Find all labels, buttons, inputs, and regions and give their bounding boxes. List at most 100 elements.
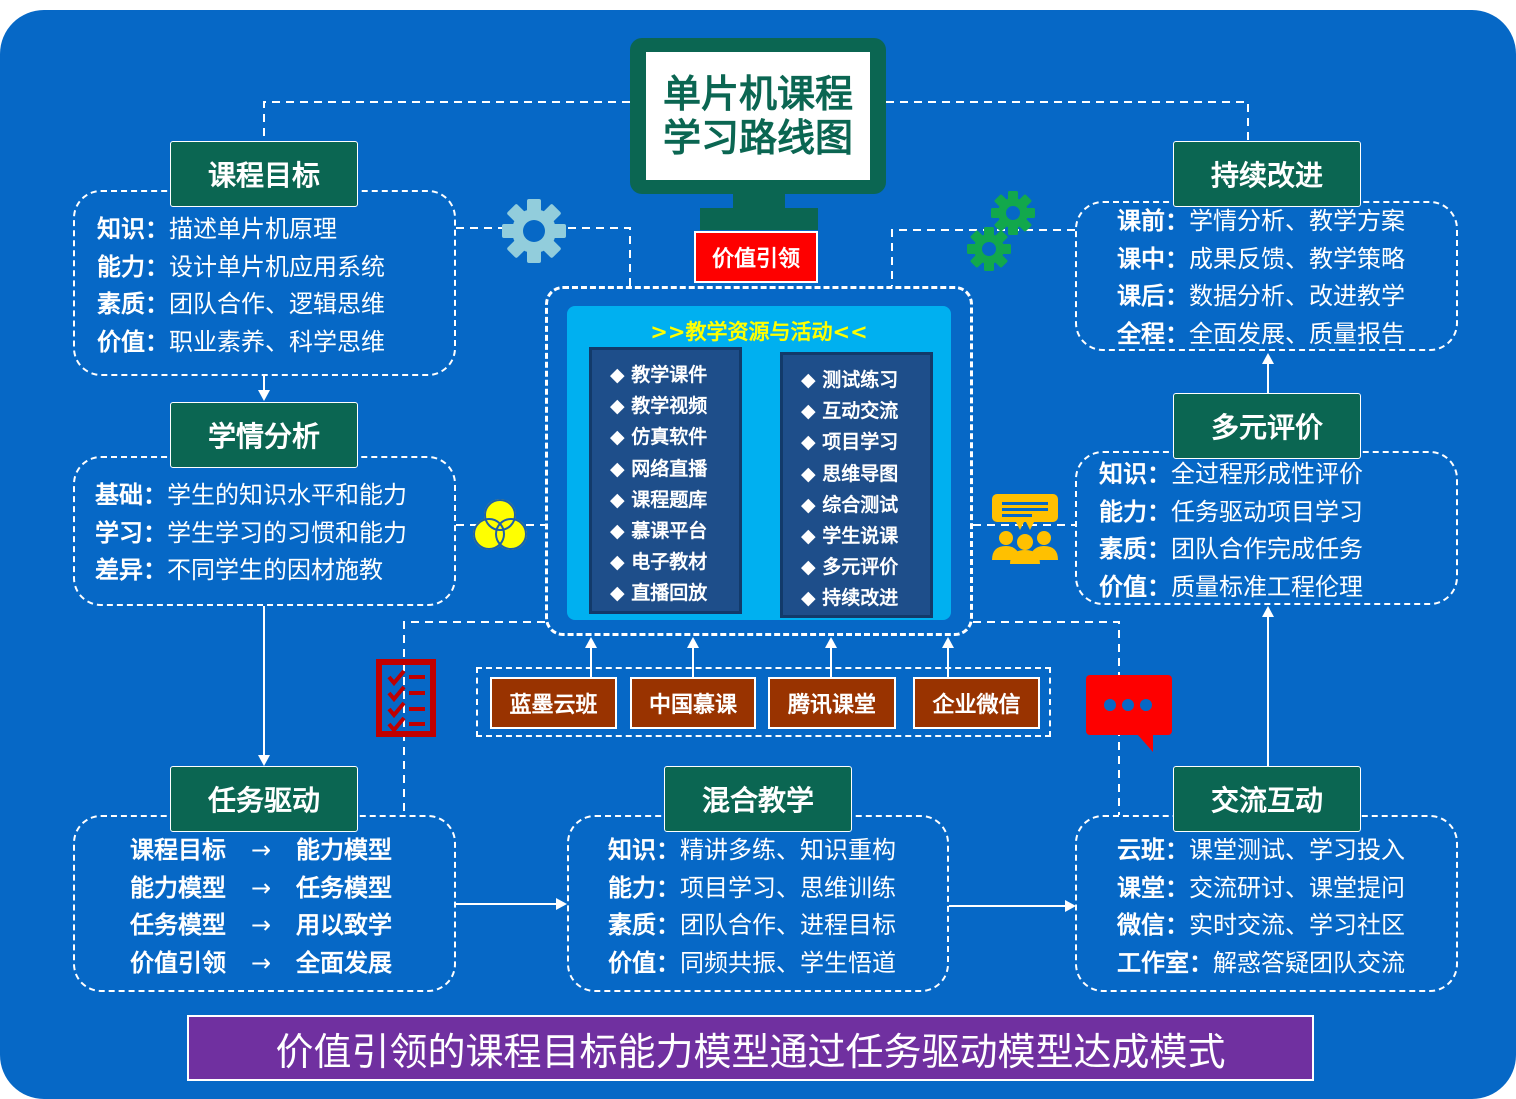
row-key: 课前：	[1117, 207, 1189, 235]
row-value: 设计单片机应用系统	[169, 252, 385, 281]
resource-item: ◆ 教学视频	[610, 391, 739, 422]
title-line-1: 单片机课程	[662, 72, 853, 116]
row-value: 课堂测试、学习投入	[1189, 836, 1405, 864]
row-key: 知识：	[608, 836, 680, 864]
right-arrow-icon: →	[250, 873, 272, 902]
course-goal-header: 课程目标	[170, 141, 358, 207]
row-key: 素质：	[1099, 535, 1171, 563]
row-value: 同频共振、学生悟道	[680, 948, 896, 977]
resource-item: ◆ 互动交流	[801, 396, 930, 427]
row-key: 能力：	[97, 252, 169, 281]
resource-item: ◆ 教学课件	[610, 360, 739, 391]
right-arrow-icon: →	[250, 911, 272, 939]
resource-item: ◆ 直播回放	[610, 578, 739, 609]
row-from: 任务模型	[130, 911, 226, 939]
task-driven-content: 课程目标→能力模型 能力模型→任务模型 任务模型→用以致学 价值引领→全面发展	[130, 832, 392, 982]
gear-icon-top	[990, 190, 1036, 236]
gear-icon-bottom	[966, 226, 1012, 272]
row-value: 实时交流、学习社区	[1189, 911, 1405, 939]
row-key: 价值：	[1099, 572, 1171, 601]
platform-tencent-classroom: 腾讯课堂	[768, 677, 896, 729]
resource-item: ◆ 测试练习	[801, 365, 930, 396]
resource-item: ◆ 课程题库	[610, 485, 739, 516]
diamond-bullet-icon: ◆	[610, 488, 625, 511]
resource-item: ◆ 学生说课	[801, 521, 930, 552]
resource-item: ◆ 网络直播	[610, 454, 739, 485]
diamond-bullet-icon: ◆	[801, 525, 816, 548]
row-key: 课堂：	[1117, 873, 1189, 902]
evaluation-header: 多元评价	[1173, 393, 1361, 459]
learner-analysis-content: 基础：学生的知识水平和能力 学习：学生学习的习惯和能力 差异：不同学生的因材施教	[95, 477, 407, 590]
row-key: 价值：	[608, 948, 680, 977]
course-goal-row: 素质：团队合作、逻辑思维	[97, 286, 385, 324]
diamond-bullet-icon: ◆	[801, 587, 816, 610]
row-value: 不同学生的因材施教	[167, 556, 383, 584]
diamond-bullet-icon: ◆	[610, 364, 625, 386]
resource-label: 教学课件	[631, 364, 708, 386]
group-discussion-icon	[992, 494, 1058, 564]
resource-label: 课程题库	[631, 488, 708, 511]
resource-label: 网络直播	[631, 457, 708, 480]
task-driven-row: 课程目标→能力模型	[130, 832, 392, 870]
right-arrow-icon: →	[250, 836, 272, 864]
row-to: 全面发展	[296, 948, 392, 977]
resource-label: 互动交流	[822, 400, 899, 423]
diamond-bullet-icon: ◆	[610, 426, 625, 449]
platform-wecom: 企业微信	[913, 677, 1040, 729]
row-value: 团队合作、逻辑思维	[169, 290, 385, 318]
value-tag: 价值引领	[694, 231, 818, 283]
diamond-bullet-icon: ◆	[801, 462, 816, 485]
row-to: 任务模型	[296, 873, 392, 902]
row-value: 成果反馈、教学策略	[1189, 244, 1405, 273]
resource-item: ◆ 持续改进	[801, 583, 930, 614]
right-arrow-icon: →	[250, 948, 272, 977]
row-value: 交流研讨、课堂提问	[1189, 873, 1405, 902]
row-value: 团队合作完成任务	[1171, 535, 1363, 563]
learner-analysis-row: 基础：学生的知识水平和能力	[95, 477, 407, 515]
platform-china-mooc: 中国慕课	[630, 677, 756, 729]
row-value: 职业素养、科学思维	[169, 327, 385, 356]
course-goal-row: 价值：职业素养、科学思维	[97, 324, 385, 362]
row-value: 学生学习的习惯和能力	[167, 518, 407, 547]
resources-left-column: ◆ 教学课件 ◆ 教学视频 ◆ 仿真软件 ◆ 网络直播 ◆ 课程题库 ◆ 慕课平…	[589, 347, 742, 614]
interaction-content: 云班：课堂测试、学习投入 课堂：交流研讨、课堂提问 微信：实时交流、学习社区 工…	[1117, 832, 1405, 982]
resource-label: 直播回放	[631, 582, 708, 605]
improvement-row: 课后：数据分析、改进教学	[1117, 278, 1405, 316]
interaction-row: 课堂：交流研讨、课堂提问	[1117, 870, 1405, 908]
improvement-content: 课前：学情分析、教学方案 课中：成果反馈、教学策略 课后：数据分析、改进教学 全…	[1117, 203, 1405, 353]
resource-item: ◆ 电子教材	[610, 547, 739, 578]
diamond-bullet-icon: ◆	[610, 582, 625, 605]
monitor-neck	[733, 194, 785, 208]
row-value: 任务驱动项目学习	[1171, 497, 1363, 526]
chat-bubble-icon	[1086, 675, 1172, 752]
row-value: 学情分析、教学方案	[1189, 207, 1405, 235]
row-value: 数据分析、改进教学	[1189, 282, 1405, 310]
row-key: 课中：	[1117, 244, 1189, 273]
row-value: 描述单片机原理	[169, 215, 337, 243]
row-key: 知识：	[97, 215, 169, 243]
resources-right-column: ◆ 测试练习 ◆ 互动交流 ◆ 项目学习 ◆ 思维导图 ◆ 综合测试 ◆ 学生说…	[780, 352, 933, 618]
row-key: 知识：	[1099, 460, 1171, 488]
interaction-row: 工作室：解惑答疑团队交流	[1117, 945, 1405, 983]
diamond-bullet-icon: ◆	[610, 395, 625, 418]
row-key: 课后：	[1117, 282, 1189, 310]
row-value: 全面发展、质量报告	[1189, 319, 1405, 348]
row-from: 课程目标	[130, 836, 226, 864]
blended-teaching-row: 知识：精讲多练、知识重构	[608, 832, 896, 870]
evaluation-row: 能力：任务驱动项目学习	[1099, 494, 1363, 532]
resource-label: 思维导图	[822, 462, 899, 485]
blended-teaching-row: 素质：团队合作、进程目标	[608, 907, 896, 945]
resource-item: ◆ 思维导图	[801, 459, 930, 490]
resource-label: 慕课平台	[631, 520, 708, 543]
resource-label: 持续改进	[822, 587, 899, 610]
platform-lanmo-cloud: 蓝墨云班	[490, 677, 617, 729]
row-value: 精讲多练、知识重构	[680, 836, 896, 864]
resource-item: ◆ 仿真软件	[610, 422, 739, 453]
row-value: 解惑答疑团队交流	[1213, 948, 1405, 977]
row-key: 微信：	[1117, 911, 1189, 939]
evaluation-content: 知识：全过程形成性评价 能力：任务驱动项目学习 素质：团队合作完成任务 价值：质…	[1099, 456, 1363, 606]
platforms-group	[476, 667, 1051, 737]
resource-item: ◆ 慕课平台	[610, 516, 739, 547]
interaction-row: 微信：实时交流、学习社区	[1117, 907, 1405, 945]
